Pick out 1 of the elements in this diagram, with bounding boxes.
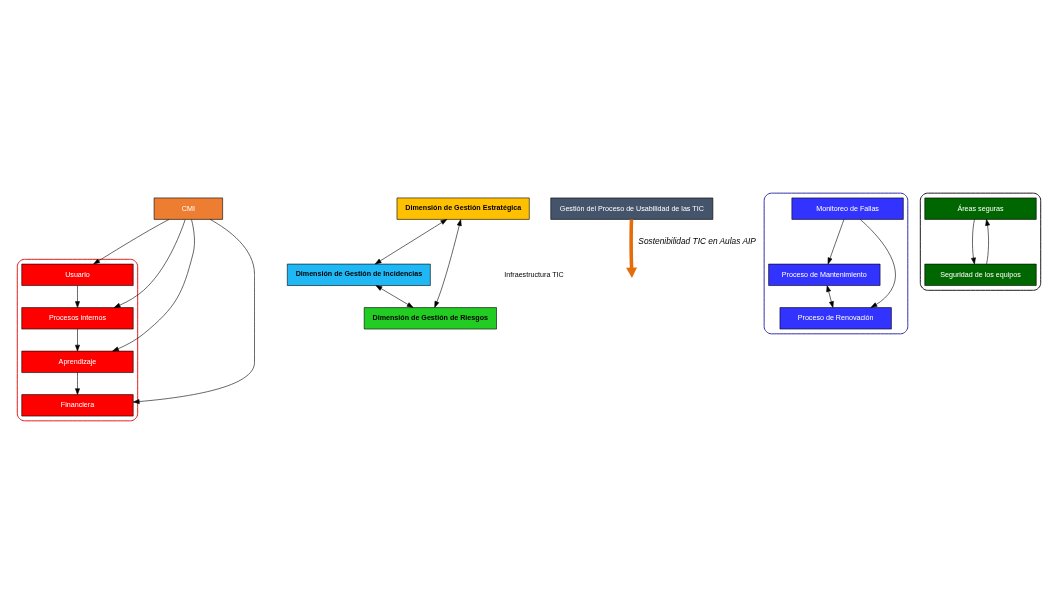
edge-label: Sostenibilidad TIC en Aulas AIP <box>638 235 756 246</box>
